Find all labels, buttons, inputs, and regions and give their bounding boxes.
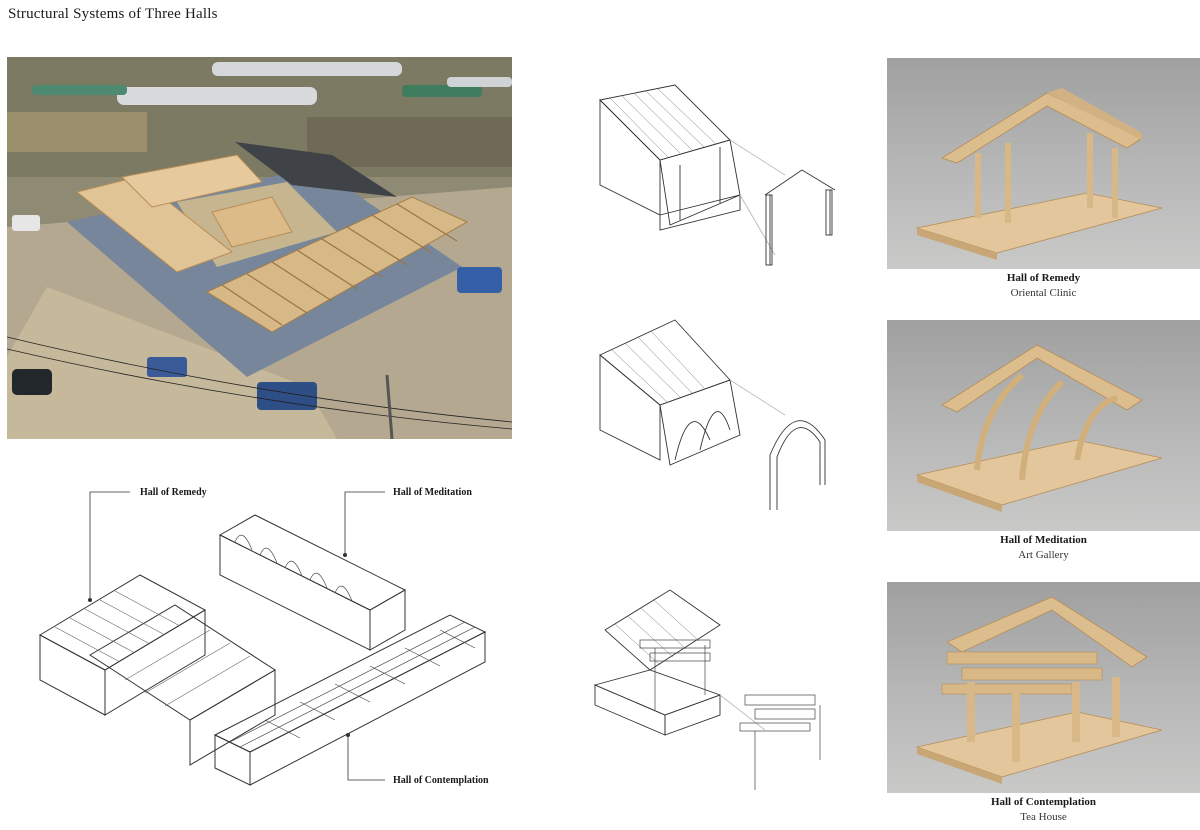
plan-label-meditation: Hall of Meditation (393, 487, 472, 498)
model-photo-meditation (887, 320, 1200, 531)
aerial-construction-photo (7, 57, 512, 439)
caption-remedy-use: Oriental Clinic (1010, 287, 1077, 299)
axon-meditation (580, 315, 850, 525)
axon-remedy (580, 65, 850, 275)
caption-contemplation-use: Tea House (1020, 811, 1067, 823)
plan-label-remedy: Hall of Remedy (140, 487, 207, 498)
caption-contemplation-name: Hall of Contemplation (990, 796, 1097, 808)
model-photo-contemplation (887, 582, 1200, 793)
page-title: Structural Systems of Three Halls (8, 6, 218, 22)
axon-contemplation (580, 585, 850, 795)
model-photo-remedy (887, 58, 1200, 269)
caption-remedy-name: Hall of Remedy (1006, 272, 1081, 284)
caption-meditation-name: Hall of Meditation (1000, 534, 1087, 546)
plan-label-contemplation: Hall of Contemplation (393, 775, 489, 786)
isometric-site-plan (30, 480, 500, 815)
caption-meditation-use: Art Gallery (1018, 549, 1069, 561)
